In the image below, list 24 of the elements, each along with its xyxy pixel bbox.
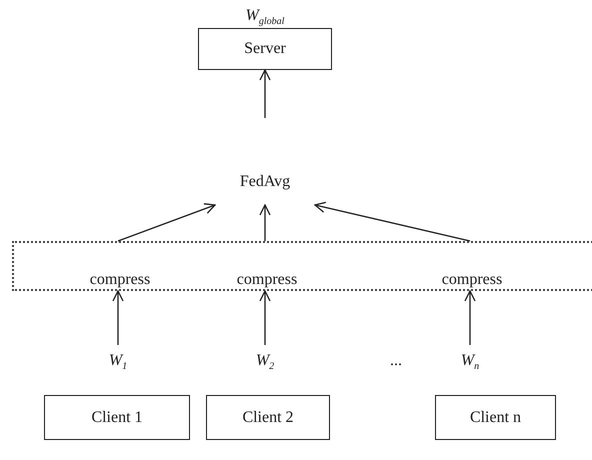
node-label: Client 1 — [91, 408, 143, 426]
arrow — [464, 290, 476, 345]
process-box — [206, 395, 330, 440]
arrow — [112, 290, 124, 345]
weight-label: W$_{global}$ — [246, 6, 284, 27]
weight-label: W$_{1}$ — [108, 352, 128, 372]
arrow — [259, 290, 271, 345]
process-box — [435, 395, 556, 440]
process-box — [44, 395, 190, 440]
weight-label: W$_{2}$ — [256, 352, 274, 372]
arrow — [118, 203, 216, 242]
arrow — [314, 202, 470, 242]
node-label: compress — [90, 271, 150, 289]
node-label: Client n — [470, 408, 522, 426]
arrow — [259, 204, 271, 241]
node-label: Server — [244, 40, 286, 58]
arrow — [259, 69, 271, 118]
node-label: compress — [442, 271, 502, 289]
ellipsis-label: ... — [390, 352, 402, 370]
node-label: Client 2 — [242, 408, 294, 426]
node-label: FedAvg — [240, 173, 290, 191]
weight-label: W$_{n}$ — [460, 352, 480, 372]
node-label: compress — [236, 271, 298, 289]
dotted-region — [12, 241, 592, 291]
